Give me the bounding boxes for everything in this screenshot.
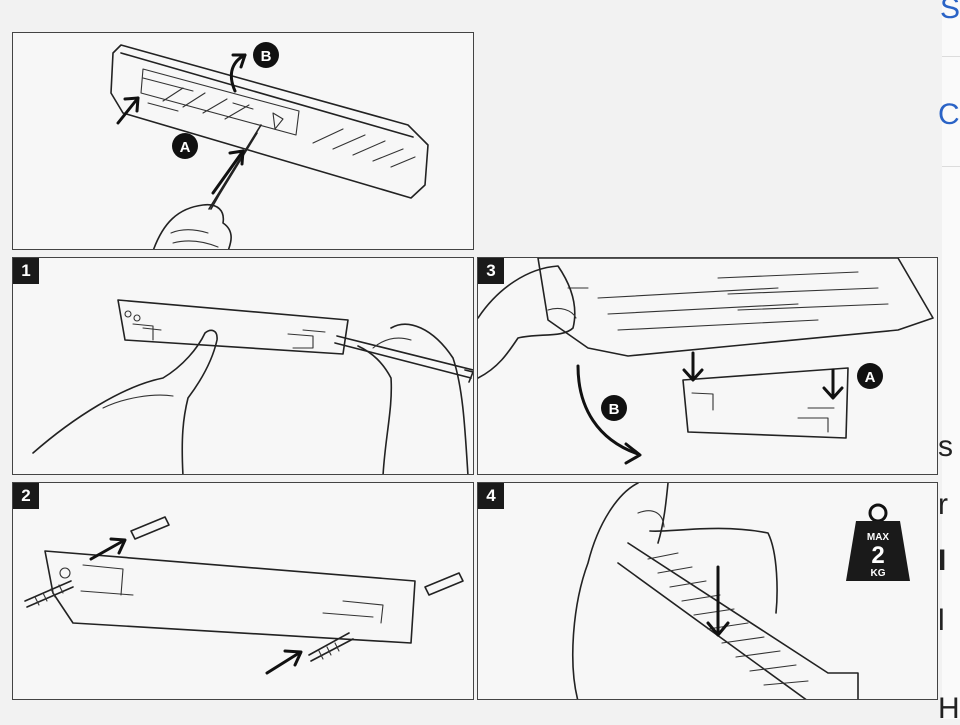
weight-max-icon <box>846 503 910 581</box>
overview-illustration: B A <box>110 42 429 249</box>
edge-text-fragment: I <box>938 544 947 577</box>
edge-text-fragment[interactable]: S <box>940 0 960 25</box>
marker-a-circle <box>857 363 883 389</box>
edge-text-fragment[interactable]: C <box>938 98 960 131</box>
weight-unit: KG <box>871 568 886 579</box>
step-4-panel: 4 MAX 2 KG <box>477 482 938 700</box>
marker-b-label: B <box>261 48 272 65</box>
step-4-illustration: MAX 2 KG <box>572 483 910 699</box>
step-3-panel: 3 A B <box>477 257 938 475</box>
edge-divider <box>942 166 960 167</box>
edge-text-fragment: H <box>938 692 960 725</box>
step-number-badge: 2 <box>13 483 39 509</box>
weight-value: 2 <box>871 542 884 569</box>
edge-text-fragment: s <box>938 430 953 463</box>
edge-text-fragment: l <box>938 604 945 637</box>
adjacent-page-edge <box>942 0 960 719</box>
step-number-badge: 4 <box>478 483 504 509</box>
marker-b-circle <box>253 42 279 68</box>
step-1-panel: 1 <box>12 257 474 475</box>
weight-max-label: MAX <box>867 532 890 543</box>
edge-text-fragment: r <box>938 488 948 521</box>
step-number-badge: 3 <box>478 258 504 284</box>
overview-panel: B A <box>12 32 474 250</box>
marker-a-label: A <box>180 139 191 156</box>
step-3-illustration: A B <box>478 258 934 465</box>
marker-a-label: A <box>865 369 876 386</box>
marker-a-circle <box>172 133 198 159</box>
edge-divider <box>942 56 960 57</box>
step-1-illustration <box>32 299 473 474</box>
step-2-panel: 2 <box>12 482 474 700</box>
step-number-badge: 1 <box>13 258 39 284</box>
step-2-illustration <box>24 516 464 675</box>
marker-b-label: B <box>609 401 620 418</box>
marker-b-circle <box>601 395 627 421</box>
